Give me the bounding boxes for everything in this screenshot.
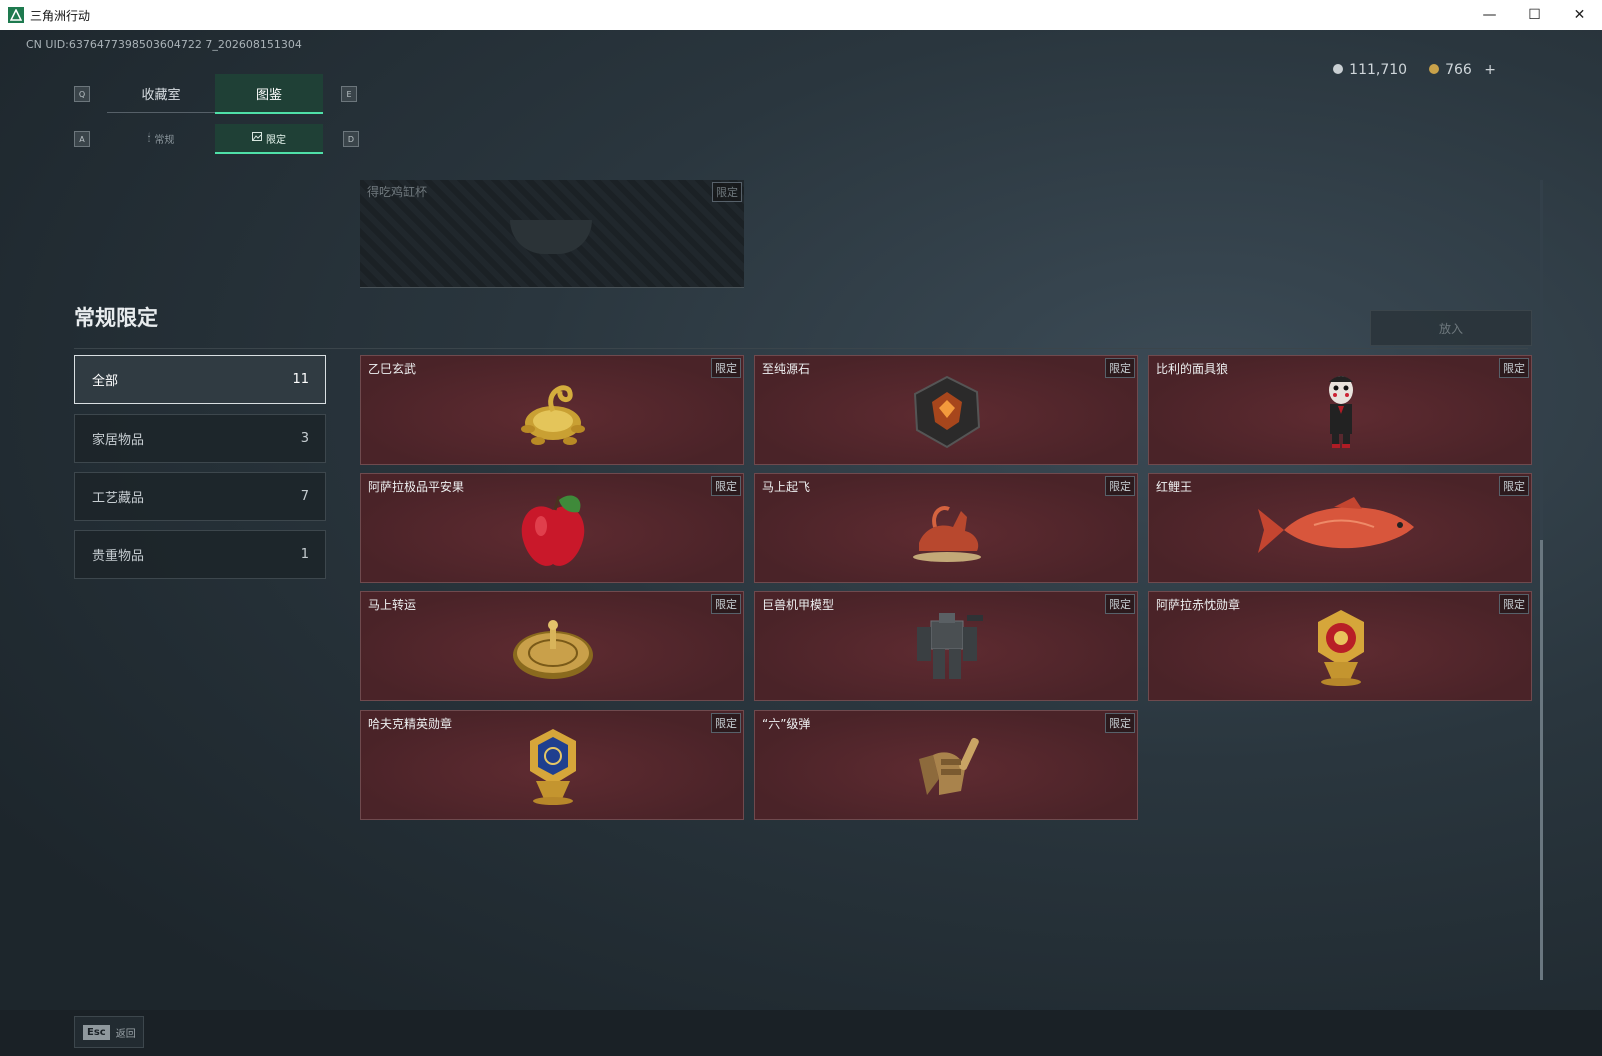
app-logo-icon <box>8 7 24 23</box>
category-count: 3 <box>300 431 309 446</box>
category-count: 1 <box>300 547 309 562</box>
item-name: 红鲤王 <box>1156 480 1193 494</box>
flame-icon: 🕯 <box>147 132 151 144</box>
esc-key-hint: Esc <box>83 1024 110 1040</box>
category-count: 11 <box>292 372 309 387</box>
item-card[interactable]: 红鲤王 限定 <box>1148 473 1532 583</box>
category-label: 家居物品 <box>92 433 145 448</box>
ore-crystal-icon <box>897 368 997 456</box>
silver-coin-icon <box>1333 64 1344 74</box>
tab-label: 图鉴 <box>255 87 282 103</box>
limited-tag: 限定 <box>1105 713 1135 733</box>
limited-tag: 限定 <box>1105 358 1135 378</box>
item-name: “六”级弹 <box>762 717 811 731</box>
subtab-label: 限定 <box>266 134 286 146</box>
item-card[interactable]: 巨兽机甲模型 限定 <box>754 591 1138 701</box>
blue-medal-icon <box>503 723 603 811</box>
red-medal-icon <box>1291 604 1391 692</box>
limited-tag: 限定 <box>1499 358 1529 378</box>
limited-tag: 限定 <box>712 182 742 202</box>
preview-slot[interactable]: 得吃鸡缸杯 限定 <box>360 180 744 288</box>
item-name: 阿萨拉极品平安果 <box>368 480 465 494</box>
category-label: 工艺藏品 <box>92 491 145 506</box>
item-name: 马上转运 <box>368 598 417 612</box>
main-area: CN UID:6376477398503604722 7_20260815130… <box>0 30 1602 1056</box>
gold-amount: 766 <box>1445 62 1472 78</box>
limited-tag: 限定 <box>1499 476 1529 496</box>
item-name: 阿萨拉赤忱勋章 <box>1156 598 1241 612</box>
item-name: 比利的面具狼 <box>1156 362 1229 376</box>
item-card[interactable]: 阿萨拉极品平安果 限定 <box>360 473 744 583</box>
add-currency-button[interactable]: + <box>1484 62 1496 78</box>
section-divider <box>74 348 1528 349</box>
limited-tag: 限定 <box>1105 476 1135 496</box>
bottom-bar: Esc 返回 <box>0 1010 1602 1056</box>
item-card[interactable]: “六”级弹 限定 <box>754 710 1138 820</box>
item-name: 哈夫克精英勋章 <box>368 717 453 731</box>
back-button[interactable]: Esc 返回 <box>74 1016 144 1048</box>
key-hint-d: D <box>343 131 359 147</box>
key-hint-a: A <box>74 131 90 147</box>
window-titlebar: 三角洲行动 — ☐ ✕ <box>0 0 1602 30</box>
subtab-label: 常规 <box>154 134 175 146</box>
scrollbar-thumb[interactable] <box>1540 540 1543 980</box>
category-label: 全部 <box>92 374 119 389</box>
key-hint-e: E <box>341 86 357 102</box>
red-carp-icon <box>1249 486 1429 574</box>
limited-tag: 限定 <box>711 476 741 496</box>
silver-currency: 111,710 <box>1333 62 1407 78</box>
section-title: 常规限定 <box>74 306 158 330</box>
limited-tag: 限定 <box>711 594 741 614</box>
category-valuables[interactable]: 贵重物品 1 <box>74 530 326 579</box>
limited-tag: 限定 <box>711 358 741 378</box>
billy-puppet-icon <box>1291 368 1391 456</box>
item-name: 马上起飞 <box>762 480 811 494</box>
tab-label: 收藏室 <box>141 87 181 103</box>
maximize-button[interactable]: ☐ <box>1528 7 1541 23</box>
item-name: 至纯源石 <box>762 362 811 376</box>
minimize-button[interactable]: — <box>1482 7 1497 23</box>
bullet-hand-icon <box>897 723 997 811</box>
category-crafts[interactable]: 工艺藏品 7 <box>74 472 326 521</box>
close-button[interactable]: ✕ <box>1573 7 1586 23</box>
item-card[interactable]: 至纯源石 限定 <box>754 355 1138 465</box>
item-card[interactable]: 阿萨拉赤忱勋章 限定 <box>1148 591 1532 701</box>
subtab-regular[interactable]: 🕯 常规 <box>107 124 215 152</box>
item-name: 巨兽机甲模型 <box>762 598 835 612</box>
limited-tag: 限定 <box>1499 594 1529 614</box>
picture-icon <box>252 132 262 144</box>
bowl-silhouette-icon <box>510 220 592 254</box>
uid-label: CN UID:6376477398503604722 7_20260815130… <box>26 38 302 51</box>
key-hint-q: Q <box>74 86 90 102</box>
subtab-limited[interactable]: 限定 <box>215 124 323 154</box>
category-count: 7 <box>300 489 309 504</box>
category-home[interactable]: 家居物品 3 <box>74 414 326 463</box>
item-card[interactable]: 哈夫克精英勋章 限定 <box>360 710 744 820</box>
limited-tag: 限定 <box>711 713 741 733</box>
item-name: 乙巳玄武 <box>368 362 417 376</box>
silver-amount: 111,710 <box>1349 62 1408 78</box>
currency-bar: 111,710 766 + <box>1333 62 1496 78</box>
gold-coin-icon <box>1429 64 1440 74</box>
limited-tag: 限定 <box>1105 594 1135 614</box>
category-label: 贵重物品 <box>92 549 145 564</box>
back-label: 返回 <box>115 1028 136 1040</box>
window-title: 三角洲行动 <box>30 8 91 23</box>
place-button[interactable]: 放入 <box>1370 310 1532 346</box>
flying-horse-icon <box>897 486 997 574</box>
window-controls: — ☐ ✕ <box>1467 0 1602 30</box>
mech-model-icon <box>897 604 997 692</box>
gold-currency: 766 + <box>1429 62 1496 78</box>
golden-serpent-tortoise-icon <box>503 368 603 456</box>
item-card[interactable]: 马上转运 限定 <box>360 591 744 701</box>
item-card[interactable]: 马上起飞 限定 <box>754 473 1138 583</box>
red-apple-icon <box>503 486 603 574</box>
golden-compass-icon <box>503 604 603 692</box>
tab-collection-room[interactable]: 收藏室 <box>107 74 215 113</box>
item-card[interactable]: 乙巳玄武 限定 <box>360 355 744 465</box>
preview-item-name: 得吃鸡缸杯 <box>367 185 428 199</box>
item-card[interactable]: 比利的面具狼 限定 <box>1148 355 1532 465</box>
tab-catalog[interactable]: 图鉴 <box>215 74 323 114</box>
category-all[interactable]: 全部 11 <box>74 355 326 404</box>
